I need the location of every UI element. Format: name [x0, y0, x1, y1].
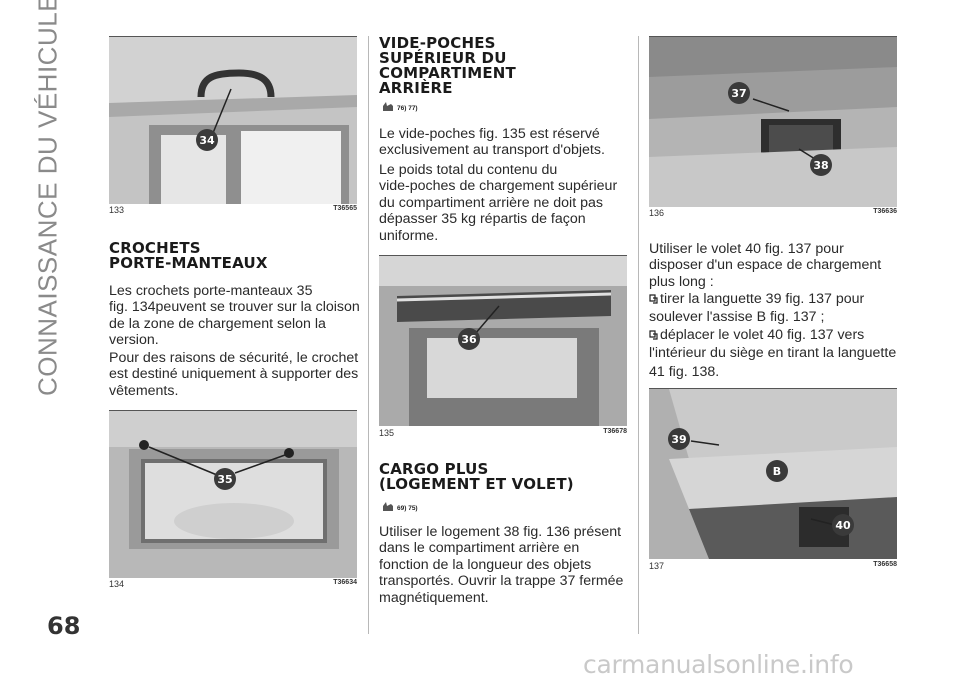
figure-135-caption: 135 T36678: [379, 428, 627, 438]
figure-134-caption: 134 T36634: [109, 579, 357, 589]
figure-number: 136: [649, 208, 665, 218]
figure-code: T36658: [873, 561, 897, 568]
figure-137-image: 39 B 40: [649, 388, 897, 559]
warning-hand-icon: [383, 502, 393, 511]
column-divider: [638, 36, 639, 634]
bullet-icon: [649, 330, 658, 340]
figure-code: T36565: [333, 205, 357, 212]
callout-38: 38: [813, 159, 828, 172]
figure-137-caption: 137 T36658: [649, 561, 897, 571]
figure-number: 137: [649, 561, 665, 571]
bullet-icon: [649, 294, 658, 304]
paragraph: Pour des raisons de sécurité, le crochet…: [109, 350, 359, 399]
figure-136-image: 37 38: [649, 36, 897, 207]
figure-133-caption: 133 T36565: [109, 205, 357, 215]
figure-number: 134: [109, 579, 125, 589]
paragraph: Utiliser le logement 38 fig. 136 présent…: [379, 524, 624, 606]
column-divider: [368, 36, 369, 634]
warning-reference: 69) 75): [381, 500, 418, 512]
figure-code: T36634: [333, 579, 357, 586]
figure-136-caption: 136 T36636: [649, 208, 897, 218]
figure-number: 133: [109, 205, 125, 215]
bullet-item: tirer la languette 39 fig. 137 pour soul…: [649, 291, 865, 326]
callout-36: 36: [461, 333, 477, 346]
watermark: carmanualsonline.info: [583, 650, 854, 679]
warning-reference: 76) 77): [381, 100, 418, 112]
page-number: 68: [47, 612, 81, 640]
callout-35: 35: [217, 473, 232, 486]
warning-hand-icon: [383, 102, 393, 111]
callout-40: 40: [835, 519, 851, 532]
callout-39: 39: [671, 433, 686, 446]
figure-134-image: 35: [109, 410, 357, 578]
figure-number: 135: [379, 428, 395, 438]
section-heading-cargo-plus: CARGO PLUS(LOGEMENT ET VOLET): [379, 460, 574, 493]
callout-37: 37: [731, 87, 746, 100]
callout-34: 34: [199, 134, 215, 147]
figure-code: T36678: [603, 428, 627, 435]
figure-code: T36636: [873, 208, 897, 215]
section-heading-crochets: CROCHETS PORTE-MANTEAUX: [109, 239, 268, 272]
chapter-side-title: CONNAISSANCE DU VÉHICULE: [32, 0, 63, 397]
figure-135-image: 36: [379, 255, 627, 426]
callout-B: B: [773, 465, 781, 478]
bullet-item: déplacer le volet 40 fig. 137 vers l'int…: [649, 327, 897, 380]
figure-133-image: 34: [109, 36, 357, 204]
